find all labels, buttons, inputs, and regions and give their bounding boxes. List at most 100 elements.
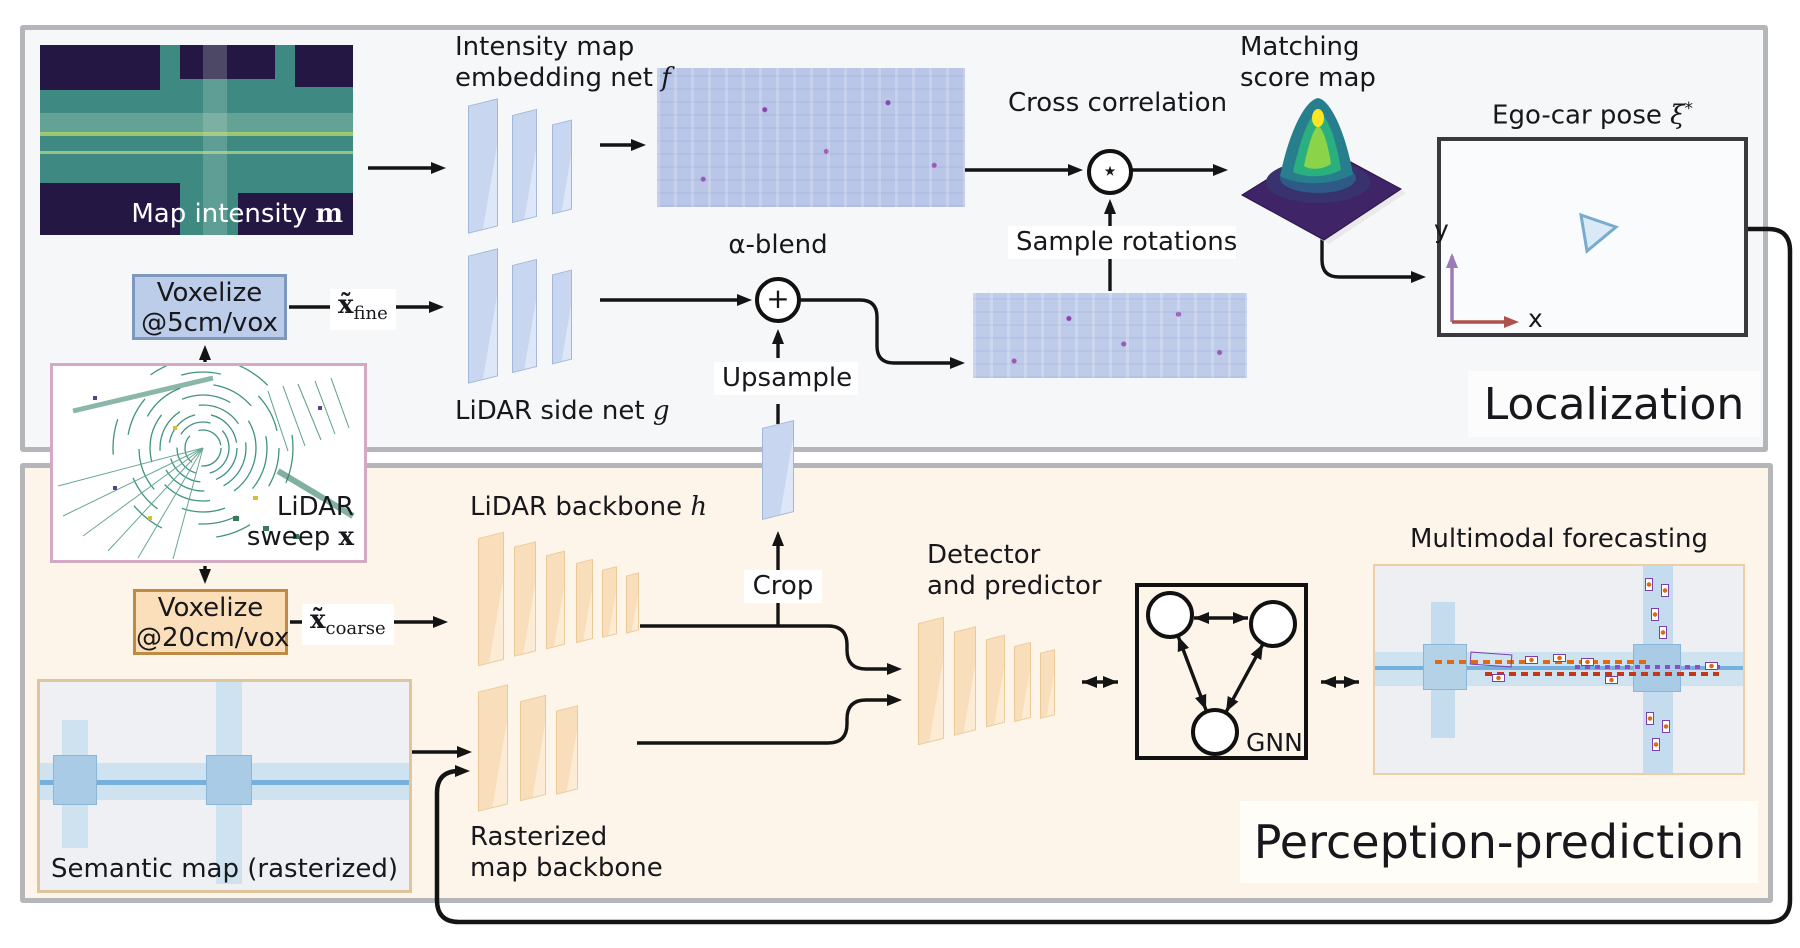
lidar-sweep-image: LiDAR sweep x (50, 363, 367, 563)
lidar-sweep-caption-line1: LiDAR (276, 492, 354, 522)
arrowhead-icon (887, 694, 902, 706)
ego-pose-title: Ego-car pose ξ* (1437, 94, 1748, 132)
arrowhead-icon (1321, 676, 1336, 688)
caption-text: Map intensity (131, 199, 308, 229)
fine-sub: fine (353, 303, 388, 325)
coarse-sub: coarse (325, 618, 386, 640)
vehicle-box (1492, 674, 1505, 682)
upsample-label: Upsample (714, 362, 858, 395)
intersection (206, 755, 252, 805)
sample-rotations-label: Sample rotations (1008, 226, 1237, 259)
intersection (1423, 644, 1467, 690)
vehicle-box (1645, 578, 1653, 591)
vehicle-box (1652, 738, 1660, 751)
ego-pose-box (1437, 137, 1748, 337)
map-intensity-image: Map intensity m (40, 45, 353, 235)
x-fine-label: x̃fine (330, 289, 396, 331)
gnn-node (1249, 600, 1297, 648)
matching-score-map-label: Matching score map (1240, 32, 1376, 94)
gnn-label: GNN (1246, 728, 1303, 757)
gnn-node (1146, 591, 1194, 639)
arrowhead-icon (1103, 676, 1118, 688)
arrowhead-icon (457, 746, 472, 758)
h-var: h (690, 492, 708, 522)
building-block (180, 45, 275, 79)
vehicle-box (1651, 608, 1659, 621)
vehicle-box (1553, 654, 1566, 662)
alpha-blend-label: α-blend (728, 230, 828, 260)
arrowhead-icon (1104, 199, 1116, 214)
matching-score-map-plot (1241, 98, 1406, 244)
semantic-map-image: Semantic map (rasterized) (37, 679, 412, 893)
arrowhead-icon (772, 329, 784, 344)
pose-feedback-connector (434, 226, 1793, 925)
caption-text: sweep (246, 522, 331, 552)
arrowhead-icon (431, 162, 446, 174)
embedded-lidar-feature (973, 293, 1247, 378)
cross-correlation-operator-icon: ⋆ (1087, 149, 1133, 195)
connector (640, 624, 894, 671)
voxelize-coarse-line1: Voxelize (157, 593, 264, 623)
embedding-net-label: Intensity map embedding net f (455, 32, 671, 94)
multimodal-forecasting-image (1373, 564, 1745, 775)
road-arm (62, 800, 88, 848)
forecasting-title: Multimodal forecasting (1409, 524, 1709, 554)
arrowhead-icon (772, 531, 784, 546)
embedding-net-line2: embedding net f (455, 63, 671, 94)
vehicle-box (1705, 662, 1718, 670)
detector-line2: and predictor (927, 571, 1102, 601)
arrowhead-icon (1250, 644, 1263, 661)
vehicle-box (1662, 720, 1670, 733)
voxelize-coarse-box: Voxelize @20cm/vox (133, 589, 290, 655)
trajectory-orange (1435, 660, 1647, 664)
road-band (40, 113, 353, 133)
gnn-node (1191, 708, 1239, 756)
rasterized-backbone-label: Rasterized map backbone (470, 822, 663, 884)
g-var: g (652, 396, 670, 426)
arrowhead-icon (1194, 612, 1209, 624)
gnn-box (1135, 583, 1308, 760)
connector (1320, 238, 1418, 279)
arrowhead-icon (631, 139, 646, 151)
arrowhead-icon (455, 765, 470, 777)
voxelize-coarse-line2: @20cm/vox (136, 623, 290, 653)
label-text: LiDAR backbone (470, 492, 683, 522)
arrowhead-icon (1068, 164, 1083, 176)
vehicle-box (1581, 658, 1594, 666)
caption-var: m (315, 199, 343, 229)
lidar-sweep-caption-line2: sweep x (247, 522, 354, 552)
raster-line2: map backbone (470, 853, 663, 883)
building-block (40, 183, 180, 235)
building-block (238, 193, 353, 235)
cross-correlation-label: Cross correlation (1008, 88, 1228, 118)
plus-icon: + (766, 282, 790, 315)
arrowhead-icon (1177, 636, 1189, 653)
map-intensity-caption: Map intensity m (131, 199, 343, 229)
x-coarse-label: x̃coarse (302, 604, 394, 646)
vehicle-box (1659, 626, 1667, 639)
road-arm (216, 800, 242, 884)
connector (801, 298, 957, 365)
arrowhead-icon (1446, 253, 1458, 268)
voxelize-fine-line2: @5cm/vox (141, 308, 278, 338)
ego-pose-drawing (1579, 212, 1620, 254)
plot-peak (1304, 126, 1331, 169)
arrowhead-icon (429, 301, 444, 313)
lane-line (1375, 666, 1743, 670)
arrowhead-icon (1195, 693, 1207, 710)
alpha-blend-operator-icon: + (755, 277, 801, 323)
detector-predictor-label: Detector and predictor (927, 540, 1102, 602)
star-icon: ⋆ (1101, 154, 1119, 187)
embedding-net-line1: Intensity map (455, 32, 635, 62)
cross-road-band (203, 45, 227, 235)
road-arm (216, 682, 242, 764)
x-var: x̃ (310, 605, 326, 635)
arrowhead-icon (737, 294, 752, 306)
f-var: f (661, 63, 671, 93)
arrowhead-icon (1233, 612, 1248, 624)
lane-streak (40, 132, 353, 136)
lidar-side-net-label: LiDAR side net g (455, 396, 670, 427)
arrowhead-icon (950, 357, 965, 369)
